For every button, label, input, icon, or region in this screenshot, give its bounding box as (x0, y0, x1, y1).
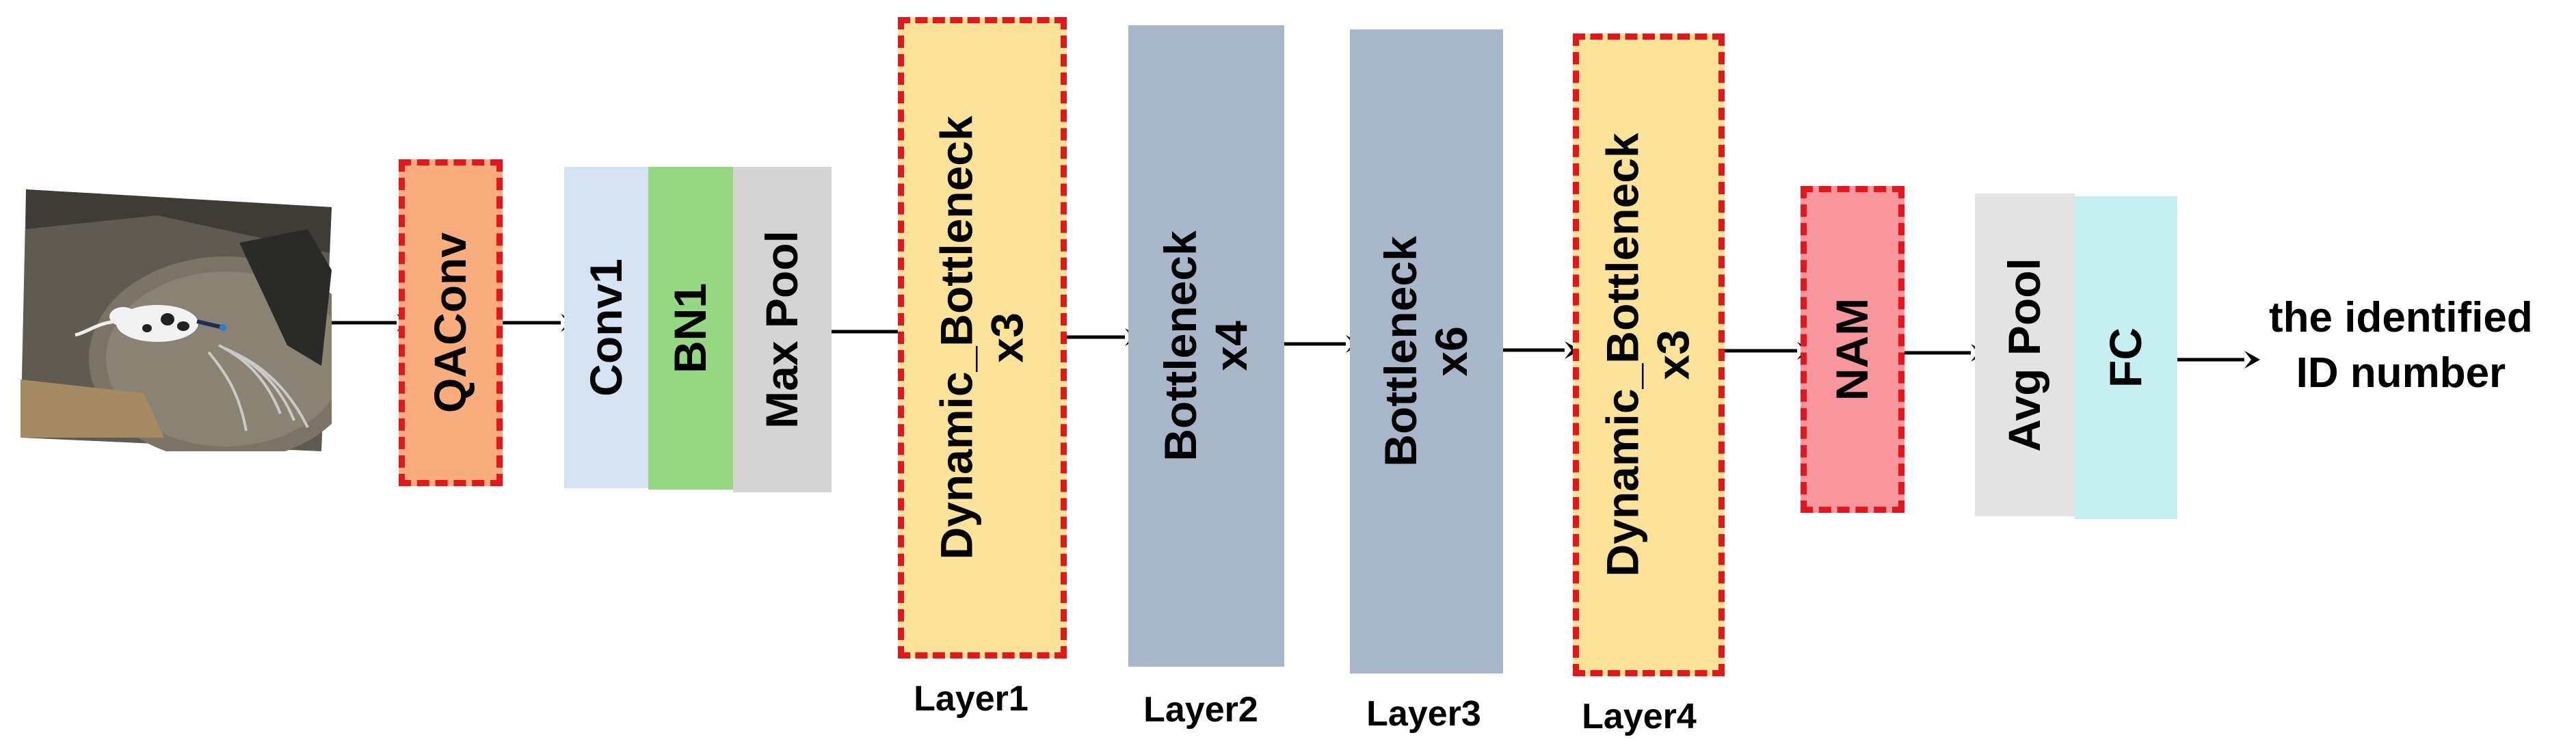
layer2-block: Bottleneck x4 (1128, 25, 1284, 667)
nam-label: NAM (1827, 297, 1878, 401)
output-line2: ID number (2296, 349, 2506, 397)
layer4-caption: Layer4 (1582, 697, 1697, 736)
avgpool-label: Avg Pool (1999, 258, 2050, 452)
output-text: the identified ID number (2269, 291, 2533, 401)
layer4-text: Dynamic_Bottleneck x3 (1597, 133, 1699, 577)
maxpool-label: Max Pool (756, 230, 808, 429)
layer1-line2: x3 (981, 312, 1033, 363)
layer3-caption: Layer3 (1366, 694, 1481, 734)
bn1-block: BN1 (648, 167, 733, 490)
maxpool-block: Max Pool (733, 167, 832, 492)
layer1-caption: Layer1 (914, 679, 1028, 719)
fc-block: FC (2075, 196, 2177, 519)
cow-photo-icon (21, 189, 332, 451)
layer4-line2: x3 (1648, 330, 1699, 380)
conv1-label: Conv1 (580, 258, 631, 397)
layer3-text: Bottleneck x6 (1375, 236, 1477, 467)
avgpool-block: Avg Pool (1975, 194, 2075, 516)
bn1-label: BN1 (665, 282, 716, 374)
layer3-line1: Bottleneck (1375, 236, 1426, 467)
arrowhead (2244, 351, 2260, 369)
arrowhead (1565, 341, 1580, 359)
layer4-line1: Dynamic_Bottleneck (1597, 133, 1649, 577)
qaconv-label: QAConv (425, 232, 476, 413)
layer4-block: Dynamic_Bottleneck x3 (1573, 34, 1725, 676)
layer3-line2: x6 (1426, 326, 1477, 377)
layer1-line1: Dynamic_Bottleneck (931, 116, 982, 560)
layer3-block: Bottleneck x6 (1350, 29, 1503, 674)
layer1-block: Dynamic_Bottleneck x3 (898, 17, 1067, 658)
fc-label: FC (2100, 328, 2151, 388)
layer2-caption: Layer2 (1143, 690, 1258, 730)
layer2-line2: x4 (1206, 321, 1257, 371)
qaconv-block: QAConv (399, 159, 503, 486)
layer2-line1: Bottleneck (1155, 230, 1206, 462)
conv1-block: Conv1 (564, 167, 648, 488)
layer2-text: Bottleneck x4 (1155, 230, 1257, 462)
output-line1: the identified (2269, 294, 2533, 341)
layer1-text: Dynamic_Bottleneck x3 (931, 116, 1033, 560)
nam-block: NAM (1801, 186, 1904, 513)
